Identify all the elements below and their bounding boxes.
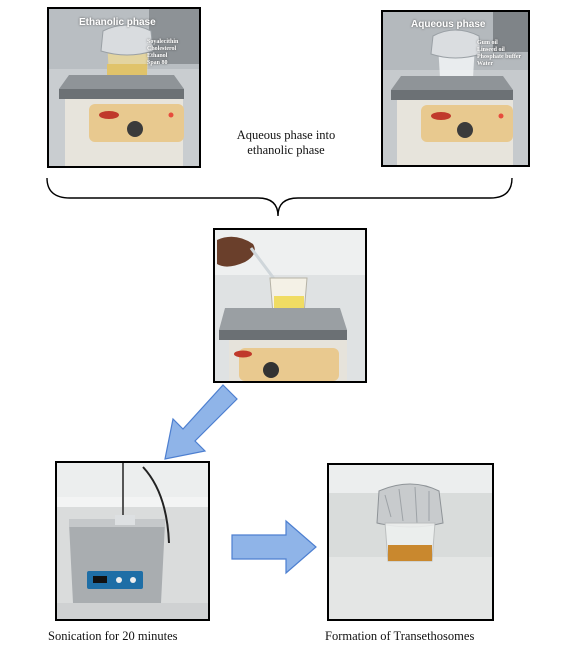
ingredient-item: Ethanol [147,53,168,59]
grouping-brace [46,177,513,216]
aqueous-phase-photo: Aqueous phase Gum oil Linseed oil Phosph… [381,10,530,167]
stirrer-illustration [383,12,528,165]
ingredient-item: Phosphate buffer [477,54,522,60]
mixing-photo [213,228,367,383]
merge-caption: Aqueous phase into ethanolic phase [236,128,336,157]
diagonal-arrow-down-left-icon [164,384,238,460]
aqueous-ingredient-list: Gum oil Linseed oil Phosphate buffer Wat… [477,40,521,68]
ethanolic-ingredient-list: Soyalecithin Cholesterol Ethanol Span 80 [147,39,178,67]
ethanolic-phase-title: Ethanolic phase [79,17,156,28]
ingredient-item: Span 80 [147,60,168,66]
sonication-photo [55,461,210,621]
stirrer-illustration [49,9,199,166]
ingredient-item: Soyalecithin [147,39,179,45]
covered-beaker-illustration [329,465,492,619]
transethosomes-photo [327,463,494,621]
right-arrow-icon [231,519,317,575]
ingredient-item: Cholesterol [147,46,177,52]
ethanolic-phase-photo: Ethanolic phase Soyalecithin Cholesterol… [47,7,201,168]
aqueous-phase-title: Aqueous phase [411,19,486,30]
formation-caption: Formation of Transethosomes [325,629,475,643]
sonication-caption: Sonication for 20 minutes [48,629,178,643]
ingredient-item: Water [477,61,493,67]
ingredient-item: Gum oil [477,40,498,46]
mixing-illustration [215,230,365,381]
ingredient-item: Linseed oil [477,47,505,53]
sonicator-illustration [57,463,208,619]
